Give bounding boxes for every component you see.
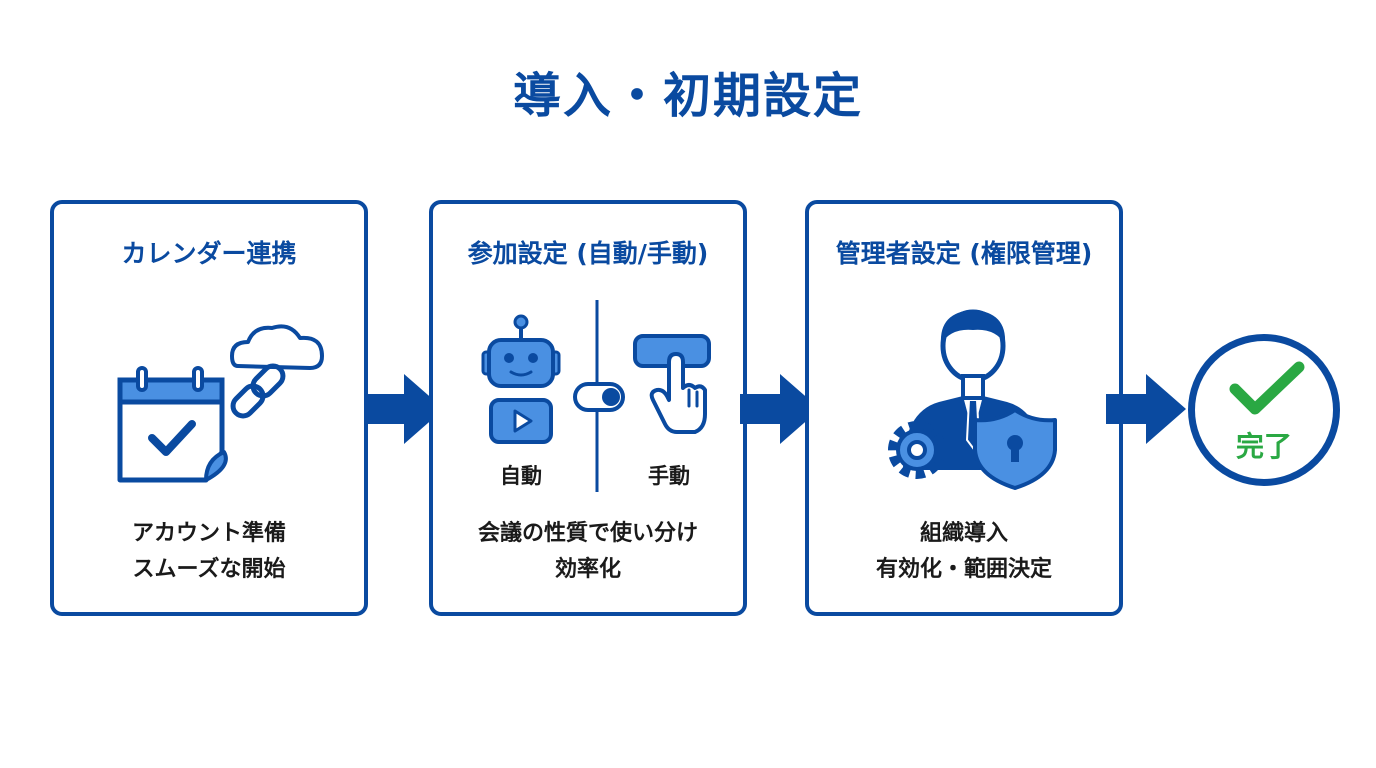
gear-icon xyxy=(888,421,946,479)
completion-label: 完了 xyxy=(1235,430,1292,463)
step-desc-line: スムーズな開始 xyxy=(132,557,286,582)
flow-arrow-icon xyxy=(364,374,444,444)
step-title: 管理者設定 (権限管理) xyxy=(835,239,1093,268)
step-desc-line: アカウント準備 xyxy=(131,521,286,546)
page-title: 導入・初期設定 xyxy=(512,68,863,124)
step-card-participation: 参加設定 (自動/手動) 自動 手動 会議の性質で使い分け 効率 xyxy=(429,200,747,616)
admin-illustration xyxy=(888,309,1057,490)
participation-illustration xyxy=(481,300,711,492)
step-description: アカウント準備 スムーズな開始 xyxy=(54,516,364,588)
flow-arrow-icon xyxy=(740,374,820,444)
checkmark-icon xyxy=(1229,361,1305,415)
step-desc-line: 効率化 xyxy=(554,557,621,582)
cloud-link-icon xyxy=(230,324,324,419)
step-card-admin: 管理者設定 (権限管理) 組織導入 有効化・範囲決定 xyxy=(805,200,1123,616)
step-description: 会議の性質で使い分け 効率化 xyxy=(433,516,743,588)
step-desc-line: 会議の性質で使い分け xyxy=(477,521,698,546)
step-title: 参加設定 (自動/手動) xyxy=(467,239,709,268)
manual-label: 手動 xyxy=(648,464,690,488)
auto-label: 自動 xyxy=(500,464,542,488)
calendar-link-illustration xyxy=(117,324,324,483)
flow-arrow-icon xyxy=(1106,374,1186,444)
step-desc-line: 組織導入 xyxy=(919,521,1008,546)
step-desc-line: 有効化・範囲決定 xyxy=(875,557,1052,582)
shield-lock-icon xyxy=(973,408,1057,490)
hand-click-icon xyxy=(633,334,711,434)
calendar-check-icon xyxy=(117,366,228,483)
completion-badge: 完了 xyxy=(1188,334,1340,486)
step-description: 組織導入 有効化・範囲決定 xyxy=(809,516,1119,588)
step-title: カレンダー連携 xyxy=(121,239,297,268)
robot-icon xyxy=(481,314,561,444)
step-card-calendar: カレンダー連携 アカウント準備 スムーズな開始 xyxy=(50,200,368,616)
toggle-switch-icon xyxy=(573,382,625,412)
